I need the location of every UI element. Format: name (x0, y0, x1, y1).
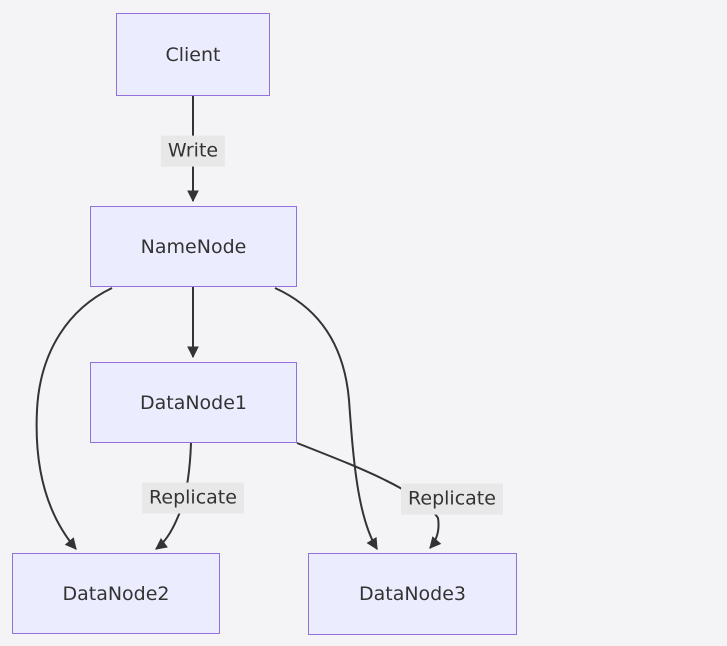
node-datanode3-label: DataNode3 (358, 583, 467, 605)
node-namenode: NameNode (90, 206, 297, 287)
edge-label-replicate-left: Replicate (142, 482, 244, 514)
edge-namenode-datanode3 (274, 287, 378, 550)
node-namenode-label: NameNode (140, 235, 247, 258)
node-datanode1-label: DataNode1 (139, 391, 248, 414)
node-datanode2: DataNode2 (12, 553, 220, 634)
node-datanode1: DataNode1 (90, 362, 297, 443)
node-client: Client (116, 13, 270, 96)
edge-datanode1-datanode2 (155, 442, 192, 550)
edge-label-write: Write (160, 135, 226, 167)
edge-namenode-datanode2 (35, 287, 113, 550)
edge-label-replicate-right: Replicate (401, 483, 503, 515)
node-client-label: Client (165, 43, 221, 66)
node-datanode2-label: DataNode2 (62, 582, 170, 605)
node-datanode3: DataNode3 (308, 553, 517, 635)
